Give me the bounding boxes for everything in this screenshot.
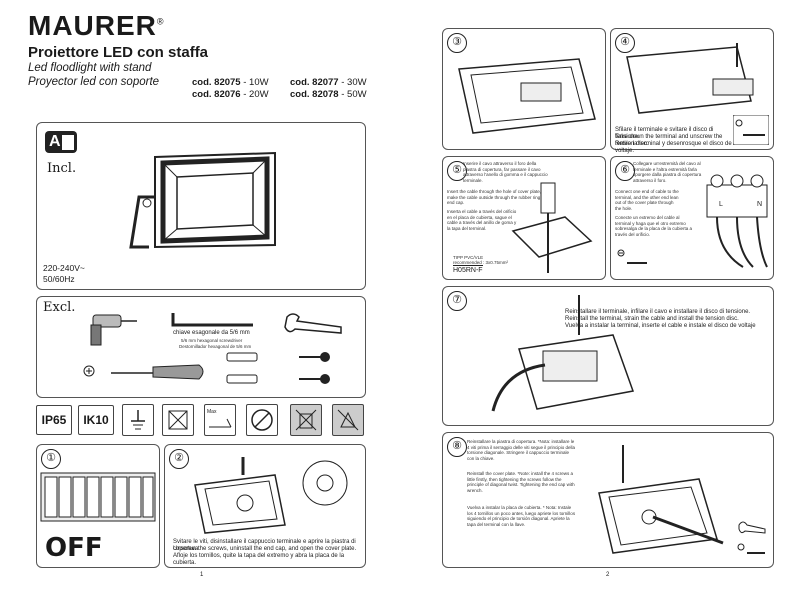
no-dimmer-icon [246,404,278,436]
ik10-badge: IK10 [78,405,114,435]
terminal-l-label: L [719,201,723,208]
terminal-wiring-illustration [706,174,768,268]
drill-icon [90,314,137,346]
step-6-panel: ⑥ Collegare un'estremità del cavo al ter… [610,156,774,280]
code-82078: cod. 82078 [290,89,339,100]
step-2-text-es: Afloje los tornillos, quite la tapa del … [173,553,345,566]
step-5-text-es: Inserta el cable a través del orificio e… [447,209,517,231]
class-double-insulation-icon [162,404,194,436]
step-5-text-en: Insert the cable through the hole of cov… [447,189,550,205]
excluded-panel: Excl. chiave esagonale da 5/6 mm 5/6 mm … [36,296,366,398]
step-8-text-en: Reinstall the cover plate. *Note: instal… [467,471,575,493]
step-1-panel: ① OFF [36,444,160,568]
power-10w: - 10W [240,77,269,88]
frequency-label: 50/60Hz [43,274,75,284]
open-cover-illustration [194,457,348,534]
subtitle-es: Proyector led con soporte [28,76,160,88]
cable-note-small: TIPP PVC/VLE [453,255,484,260]
included-panel: A Incl. 220-240V~ 50/60Hz [36,122,366,290]
step-3-panel: ③ [442,28,606,150]
step-5-text-it: Inserire il cavo attraverso il foro dell… [463,161,548,183]
step-6-text-es: Conecte un extremo del cable al terminal… [615,215,693,237]
tools-icon-8 [737,521,766,554]
screwdriver-icon [83,364,204,380]
power-50w: - 50W [338,89,367,100]
step-7-text-en: Reinstall the terminal, strain the cable… [565,316,739,322]
step-2-panel: ② Svitare le viti, disinstallare il capp… [164,444,366,568]
code-row-1: cod. 82075 - 10W [192,77,269,88]
step-8-number: ⑧ [447,437,467,457]
step-1-number: ① [41,449,61,469]
code-82075: cod. 82075 [192,77,241,88]
cable-insert-illustration [511,182,593,273]
code-row-2: cod. 82077 - 30W [290,77,367,88]
code-82076: cod. 82076 [192,89,241,100]
step-7-panel: ⑦ Reinstallare il terminale, infilare il… [442,286,774,426]
floodlight-illustration [129,151,276,249]
step-2-text-it: Svitare le viti, disinstallare il cappuc… [173,539,356,552]
step-3-number: ③ [447,33,467,53]
step-5-panel: ⑤ Inserire il cavo attraverso il foro de… [442,156,606,280]
step-6-text-it: Collegare un'estremità del cavo al termi… [633,161,702,183]
step-8-text-it: Reinstallare la piastra di copertura. *N… [467,439,576,461]
code-82077: cod. 82077 [290,77,339,88]
cable-type-label: H05RN-F [453,265,483,274]
reinstall-terminal-illustration [491,295,635,412]
off-label: OFF [45,533,103,563]
ip65-badge: IP65 [36,405,72,435]
step-2-text-en: Unscrew the screws, uninstall the end ca… [173,546,357,552]
power-30w: - 30W [338,77,367,88]
step-8-panel: ⑧ Reinstallare la piastra di copertura. … [442,432,774,568]
step-4-text-en: Take down the terminal and unscrew the t… [615,134,723,147]
incl-label: Incl. [47,161,77,176]
step-4-text-it: Sfilare il terminale e svitare il disco … [615,127,714,140]
step-5-number: ⑤ [447,161,467,181]
cable-note-small-2: recommended : 3x0.75mm² [453,260,509,265]
screwdriver-tool-icon [733,115,769,145]
page-title: Proiettore LED con staffa [28,44,209,61]
brand-name: MAURER [28,10,157,41]
step-7-number: ⑦ [447,291,467,311]
step-6-text-en: Connect one end of cable to the terminal… [615,189,679,211]
terminal-box-illustration [458,58,596,134]
step-7-text-es: Vuelva a instalar la terminal, inserte e… [565,323,756,329]
step-4-text-es: Retire la terminal y desenrosque el disc… [615,141,732,154]
brand-logo: MAURER® [28,10,165,42]
remove-terminal-illustration [626,43,754,114]
weee-icon [290,404,322,436]
page-number-right: 2 [606,572,610,578]
code-row-3: cod. 82076 - 20W [192,89,269,100]
hex-key-icon [171,313,253,327]
code-row-4: cod. 82078 - 50W [290,89,367,100]
power-20w: - 20W [240,89,269,100]
incl-badge-letter: A [49,133,61,150]
hex-key-label: chiave esagonale da 5/6 mm [173,330,250,336]
terminal-n-label: N [757,201,763,208]
step-4-number: ④ [615,33,635,53]
step-6-number: ⑥ [615,161,635,181]
subtitle-en: Led floodlight with stand [28,62,152,74]
voltage-label: 220-240V~ [43,263,85,273]
brand-mark: ® [156,16,165,27]
screwdriver-tool-icon-6 [617,249,647,264]
recycle-icon [332,404,364,436]
wrench-icon [284,313,342,334]
hex-key-label-es: Destornillador hexagonal de 5/6 mm [179,344,252,349]
screws-icon [299,352,330,384]
step-7-text-it: Reinstallare il terminale, infilare il c… [565,309,751,315]
step-8-text-es: Vuelva a instalar la placa de cubierta. … [467,505,576,527]
max-label: Max [207,409,217,415]
excl-label: Excl. [43,300,76,315]
page-number-left: 1 [200,572,204,578]
step-2-number: ② [169,449,189,469]
step-4-panel: ④ Sfilare il terminale e svitare il disc… [610,28,774,154]
max-distance-icon: Max [204,404,236,436]
reinstall-cover-illustration [598,445,724,554]
wall-plugs-icon [226,352,258,384]
manual-icon [61,134,75,151]
breaker-panel-illustration [40,472,156,522]
ground-icon [122,404,154,436]
hex-key-label-en: 5/6 mm hexagonal screwdriver [181,338,243,343]
